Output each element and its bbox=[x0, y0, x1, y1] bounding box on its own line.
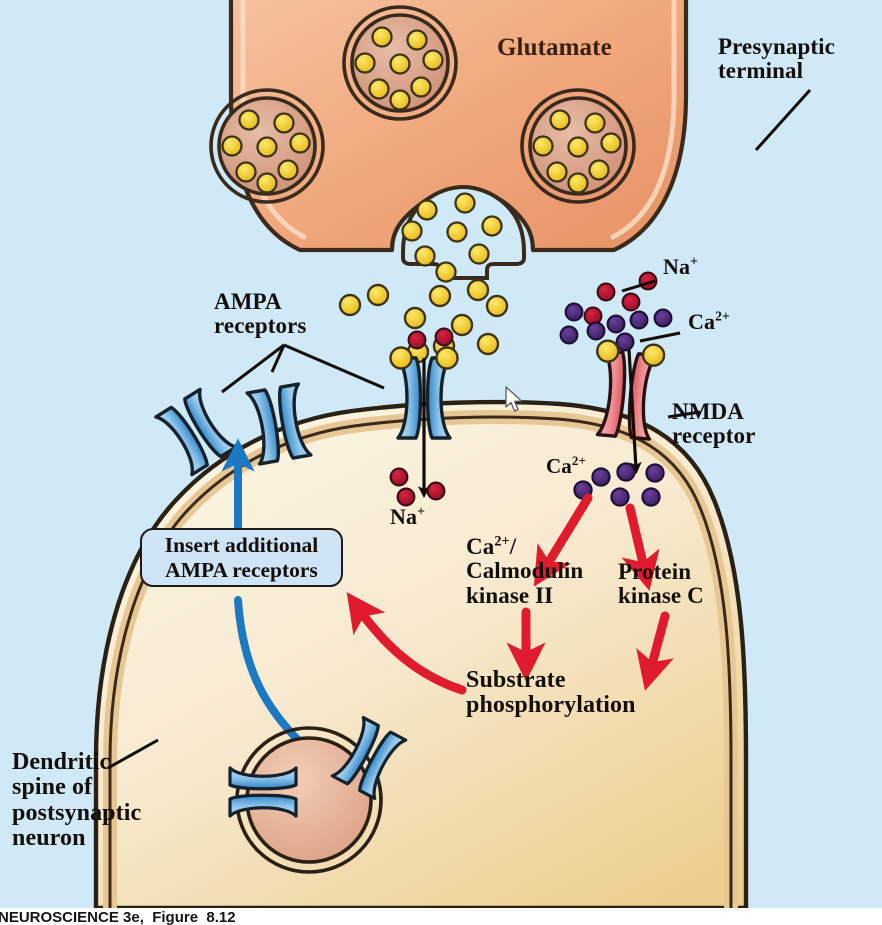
leader-dendritic-spine bbox=[107, 738, 159, 770]
arrow-calcium-to-pkc bbox=[621, 503, 660, 591]
synaptic-vesicle-right bbox=[520, 88, 636, 204]
camkii-charge: 2+ bbox=[494, 533, 510, 550]
calcium-symbol: Ca bbox=[688, 309, 716, 334]
label-calcium-extracellular: Ca2+ bbox=[688, 308, 730, 334]
figure-footer-text: NEUROSCIENCE 3e, Figure 8.12 bbox=[0, 909, 236, 925]
intracellular-ampa-vesicle bbox=[228, 715, 408, 874]
sodium-symbol: Na bbox=[663, 254, 691, 279]
arrow-substrate-to-insert-box bbox=[346, 592, 467, 695]
bound-glutamate-left bbox=[389, 346, 413, 370]
pkc-line1: Protein bbox=[618, 559, 692, 584]
callout-insert-ampa-receptors: Insert additional AMPA receptors bbox=[140, 528, 343, 587]
bound-glutamate-right bbox=[641, 343, 666, 367]
sodium-ions-extracellular bbox=[407, 271, 658, 350]
label-nmda-receptor: NMDA receptor bbox=[672, 399, 756, 449]
ampa-receptor-inserting-mid bbox=[245, 382, 313, 466]
label-substrate-phosphorylation: Substrate phosphorylation bbox=[466, 667, 636, 719]
arrow-pkc-to-substrate bbox=[636, 611, 674, 691]
label-glutamate: Glutamate bbox=[497, 34, 612, 61]
fusing-vesicle bbox=[401, 184, 526, 283]
calcium-charge: 2+ bbox=[571, 453, 586, 468]
leader-sodium-out bbox=[621, 279, 656, 293]
sodium-symbol: Na bbox=[390, 504, 418, 529]
calcium-ions-extracellular bbox=[559, 302, 673, 352]
camkii-line1: Ca bbox=[466, 534, 495, 559]
ampa-receptor-on-vesicle-left bbox=[228, 766, 298, 818]
sodium-charge: + bbox=[417, 503, 425, 519]
leader-nmda bbox=[667, 410, 701, 419]
calcium-symbol: Ca bbox=[546, 454, 572, 478]
arrow-calcium-to-camkii bbox=[533, 493, 593, 587]
sodium-charge: + bbox=[690, 253, 698, 269]
leader-calcium-out bbox=[639, 331, 681, 343]
ampa-receptor-on-vesicle-top bbox=[330, 715, 408, 801]
bound-glutamate-right bbox=[435, 346, 459, 370]
glutamate-dots bbox=[532, 109, 622, 194]
glutamate-dots bbox=[221, 109, 311, 194]
ampa-receptor-in-membrane bbox=[389, 346, 459, 440]
calcium-charge: 2+ bbox=[715, 308, 730, 324]
label-presynaptic-terminal: Presynaptic terminal bbox=[718, 34, 835, 84]
camkii-slash: / bbox=[509, 534, 517, 559]
label-dendritic-spine: Dendritic spine of postsynaptic neuron bbox=[12, 749, 142, 852]
calcium-influx-arrow bbox=[627, 349, 642, 475]
camkii-line3: kinase II bbox=[466, 582, 554, 608]
label-sodium-intracellular: Na+ bbox=[390, 503, 425, 529]
camkii-line2: Calmodulin bbox=[466, 558, 584, 584]
callout-insert-ampa-text: Insert additional AMPA receptors bbox=[164, 533, 319, 582]
figure-footer: NEUROSCIENCE 3e, Figure 8.12 bbox=[0, 908, 882, 925]
synaptic-vesicle-top bbox=[342, 5, 458, 121]
label-ampa-receptors: AMPA receptors bbox=[214, 289, 307, 339]
label-calcium-intracellular: Ca2+ bbox=[546, 453, 586, 478]
pkc-line2: kinase C bbox=[618, 583, 704, 609]
mouse-cursor-icon bbox=[505, 386, 523, 412]
leader-presynaptic bbox=[754, 88, 812, 152]
glutamate-dots bbox=[354, 26, 444, 111]
synaptic-vesicle-left bbox=[209, 88, 325, 204]
leader-ampa-bracket bbox=[221, 343, 385, 394]
nmda-receptor-in-membrane bbox=[595, 339, 666, 441]
label-sodium-extracellular: Na+ bbox=[663, 253, 698, 279]
calcium-ions-intracellular bbox=[573, 462, 665, 507]
bound-glutamate-left bbox=[596, 339, 620, 363]
leader-lines bbox=[107, 88, 812, 770]
released-glutamate-in-vesicle bbox=[401, 192, 503, 283]
sodium-ions-intracellular bbox=[389, 467, 446, 507]
